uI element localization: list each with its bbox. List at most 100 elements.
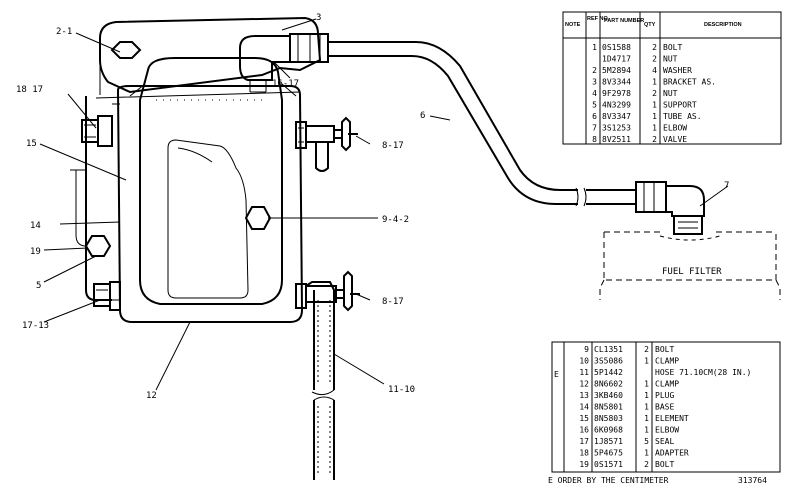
elbow-16 — [239, 35, 291, 93]
mounting-bracket — [95, 16, 322, 99]
cell-ref: 4 — [592, 89, 597, 98]
cell-desc: ADAPTER — [655, 449, 689, 458]
cell-qty: 2 — [644, 460, 649, 469]
cell-part: 9F2978 — [602, 89, 631, 98]
cell-ref: 11 — [579, 368, 589, 377]
table-row: 14 8N5801 1 BASE — [579, 403, 674, 412]
cell-ref: 6 — [592, 112, 597, 121]
cell-part: 8V3344 — [602, 78, 631, 87]
cell-desc: ELBOW — [655, 426, 679, 435]
cell-desc: NUT — [663, 89, 678, 98]
cell-qty: 2 — [652, 43, 657, 52]
fuel-filter-housing: FUEL FILTER — [599, 231, 781, 300]
cell-ref: 10 — [579, 357, 589, 366]
table-row: 19 0S1571 2 BOLT — [579, 460, 674, 469]
valve-upper — [305, 116, 358, 172]
callout-2-1: 2-1 — [56, 27, 72, 37]
fuel-filter-label: FUEL FILTER — [662, 267, 722, 277]
cell-ref: 16 — [579, 426, 589, 435]
cell-qty: 1 — [644, 426, 649, 435]
cell-qty: 1 — [652, 101, 657, 110]
cell-part: 3KB460 — [594, 391, 623, 400]
cell-part: 8V2511 — [602, 135, 631, 144]
col-note-header: NOTE — [565, 22, 581, 28]
col-desc-header: DESCRIPTION — [704, 22, 742, 28]
cell-ref: 2 — [592, 66, 597, 75]
cell-part: 0S1588 — [602, 43, 631, 52]
callout-8-17-upper: 8-17 — [382, 141, 404, 151]
col-qty-header: QTY — [644, 22, 656, 28]
cell-qty: 1 — [644, 449, 649, 458]
col-part-header: PART NUMBER — [604, 18, 644, 24]
cell-ref: 19 — [579, 460, 589, 469]
col-ref-header: REF NO — [587, 16, 609, 22]
table-row: 2 5M2894 4 WASHER — [592, 66, 692, 75]
callout-5: 5 — [36, 281, 41, 291]
cell-desc: ELEMENT — [655, 414, 689, 423]
cell-part: 6K0968 — [594, 426, 623, 435]
callout-15: 15 — [26, 139, 37, 149]
callout-labels: 2-1 3 16-17 18 17 15 14 19 5 17-13 12 6 … — [16, 13, 729, 401]
cell-desc: ELBOW — [663, 124, 687, 133]
cell-part: 5P4675 — [594, 449, 623, 458]
cell-ref: 12 — [579, 380, 589, 389]
fuel-tube — [328, 41, 636, 207]
cell-ref: 14 — [579, 403, 589, 412]
cell-ref: 8 — [592, 135, 597, 144]
cell-desc: WASHER — [663, 66, 692, 75]
cell-desc: SEAL — [655, 437, 674, 446]
cell-desc: BOLT — [655, 460, 674, 469]
cell-part: CL1351 — [594, 345, 623, 354]
cell-part: 8N5801 — [594, 403, 623, 412]
bolt-lower-left — [93, 281, 121, 311]
cell-ref: 3 — [592, 78, 597, 87]
callout-17-13: 17-13 — [22, 321, 49, 331]
cell-desc: TUBE AS. — [663, 112, 702, 121]
cell-desc: BOLT — [663, 43, 682, 52]
cell-part: 8N5803 — [594, 414, 623, 423]
cell-desc: VALVE — [663, 135, 687, 144]
cell-part: 0S1571 — [594, 460, 623, 469]
cell-ref: 13 — [579, 391, 589, 400]
valve-lower — [305, 270, 360, 312]
cell-qty: 1 — [644, 403, 649, 412]
cell-desc: BASE — [655, 403, 674, 412]
cell-qty: 4 — [652, 66, 657, 75]
callout-9-4-2: 9-4-2 — [382, 215, 409, 225]
parts-table-upper: NOTE REF NO PART NUMBER QTY DESCRIPTION … — [562, 11, 782, 145]
cell-ref: 5 — [592, 101, 597, 110]
cell-part: 3S5086 — [594, 357, 623, 366]
cell-part: 1D4717 — [602, 55, 631, 64]
callout-7: 7 — [724, 181, 729, 191]
cell-part: 5P1442 — [594, 368, 623, 377]
callout-8-17-lower: 8-17 — [382, 297, 404, 307]
cell-qty: 2 — [652, 55, 657, 64]
fuel-hose — [305, 281, 335, 480]
cell-qty: 1 — [644, 414, 649, 423]
leader-lines — [39, 18, 729, 391]
cell-ref: 9 — [584, 345, 589, 354]
cell-part: 3S1253 — [602, 124, 631, 133]
cell-qty: 1 — [644, 391, 649, 400]
cell-ref: 1 — [592, 43, 597, 52]
cell-qty: 2 — [644, 345, 649, 354]
cell-part: 5M2894 — [602, 66, 631, 75]
cell-ref: 15 — [579, 414, 589, 423]
table-row: 1 0S1588 2 BOLT — [592, 43, 682, 52]
callout-3: 3 — [316, 13, 321, 23]
cell-ref: 7 — [592, 124, 597, 133]
callout-11-10: 11-10 — [388, 385, 415, 395]
callout-12: 12 — [146, 391, 157, 401]
cell-part: 8V3347 — [602, 112, 631, 121]
illustration-number: 313764 — [738, 476, 767, 485]
order-note: E ORDER BY THE CENTIMETER — [548, 476, 669, 485]
